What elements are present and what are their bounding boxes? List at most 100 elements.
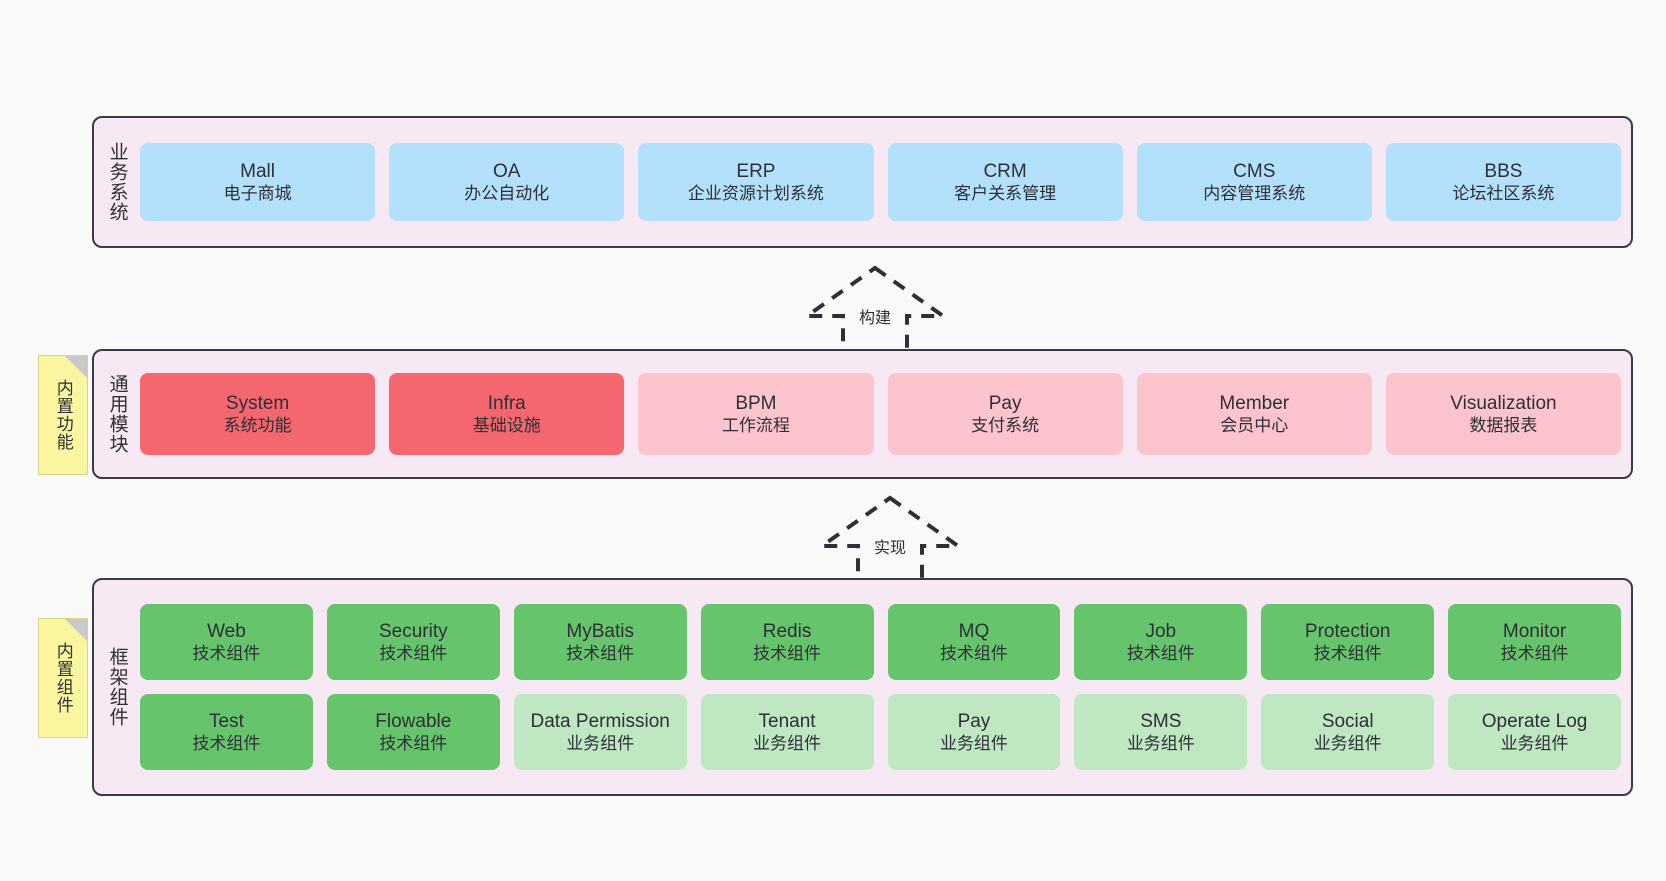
note-label: 内置功能: [53, 379, 73, 451]
component-name: MQ: [958, 620, 990, 642]
module-subtitle: 客户关系管理: [954, 184, 1057, 204]
connector-implement: 实现: [810, 492, 970, 588]
component-name: Pay: [957, 710, 991, 732]
component-subtitle: 技术组件: [1313, 644, 1382, 664]
component-card-tenant[interactable]: Tenant 业务组件: [700, 694, 874, 770]
component-name: Job: [1145, 620, 1177, 642]
component-subtitle: 技术组件: [1126, 644, 1195, 664]
layer-common-modules: 通用模块 System 系统功能 Infra 基础设施 BPM 工作流程 Pay…: [92, 349, 1633, 479]
connector-label: 实现: [873, 540, 907, 557]
component-subtitle: 业务组件: [566, 734, 635, 754]
module-subtitle: 工作流程: [721, 416, 790, 436]
module-card-crm[interactable]: CRM 客户关系管理: [887, 143, 1123, 221]
module-name: ERP: [736, 160, 776, 182]
component-name: Social: [1321, 710, 1374, 732]
component-card-security[interactable]: Security 技术组件: [326, 604, 500, 680]
module-subtitle: 办公自动化: [464, 184, 550, 204]
module-card-pay[interactable]: Pay 支付系统: [887, 373, 1123, 455]
module-card-cms[interactable]: CMS 内容管理系统: [1136, 143, 1372, 221]
connector-build: 构建: [795, 262, 955, 358]
layer-title-common-modules: 通用模块: [106, 374, 128, 454]
module-name: BPM: [735, 392, 777, 414]
module-name: OA: [493, 160, 521, 182]
layer-body-common-modules: System 系统功能 Infra 基础设施 BPM 工作流程 Pay 支付系统…: [140, 351, 1631, 477]
component-card-protection[interactable]: Protection 技术组件: [1261, 604, 1435, 680]
component-subtitle: 技术组件: [379, 734, 448, 754]
component-card-social[interactable]: Social 业务组件: [1261, 694, 1435, 770]
component-name: Tenant: [758, 710, 816, 732]
component-card-redis[interactable]: Redis 技术组件: [700, 604, 874, 680]
component-card-mybatis[interactable]: MyBatis 技术组件: [513, 604, 687, 680]
component-card-operate-log[interactable]: Operate Log 业务组件: [1448, 694, 1621, 770]
layer-body-framework-components: Web 技术组件 Security 技术组件 MyBatis 技术组件 Redi…: [140, 580, 1631, 794]
component-name: Redis: [762, 620, 812, 642]
module-name: BBS: [1484, 160, 1523, 182]
component-subtitle: 技术组件: [753, 644, 822, 664]
component-name: Monitor: [1502, 620, 1567, 642]
note-label: 内置组件: [53, 642, 73, 714]
module-card-mall[interactable]: Mall 电子商城: [140, 143, 376, 221]
module-name: Pay: [988, 392, 1022, 414]
component-subtitle: 技术组件: [566, 644, 635, 664]
component-subtitle: 业务组件: [1313, 734, 1382, 754]
module-card-member[interactable]: Member 会员中心: [1136, 373, 1372, 455]
module-subtitle: 论坛社区系统: [1452, 184, 1555, 204]
module-name: System: [225, 392, 290, 414]
component-subtitle: 业务组件: [1126, 734, 1195, 754]
component-card-pay[interactable]: Pay 业务组件: [887, 694, 1061, 770]
note-fold-icon: [65, 619, 87, 641]
layer-framework-components: 框架组件 Web 技术组件 Security 技术组件 MyBatis 技术组件…: [92, 578, 1633, 796]
note-fold-icon: [65, 356, 87, 378]
sticky-note-builtin-features: 内置功能: [38, 355, 88, 475]
component-subtitle: 技术组件: [1500, 644, 1569, 664]
module-subtitle: 基础设施: [472, 416, 541, 436]
module-subtitle: 系统功能: [223, 416, 292, 436]
component-card-sms[interactable]: SMS 业务组件: [1074, 694, 1248, 770]
component-name: Protection: [1304, 620, 1391, 642]
component-card-mq[interactable]: MQ 技术组件: [887, 604, 1061, 680]
module-subtitle: 会员中心: [1220, 416, 1289, 436]
module-name: Member: [1219, 392, 1290, 414]
component-subtitle: 业务组件: [753, 734, 822, 754]
module-name: Infra: [487, 392, 526, 414]
module-card-oa[interactable]: OA 办公自动化: [389, 143, 625, 221]
component-subtitle: 业务组件: [1500, 734, 1569, 754]
sticky-note-builtin-components: 内置组件: [38, 618, 88, 738]
component-card-monitor[interactable]: Monitor 技术组件: [1448, 604, 1621, 680]
component-name: Data Permission: [530, 710, 670, 732]
component-subtitle: 技术组件: [192, 644, 261, 664]
component-name: Security: [378, 620, 448, 642]
module-subtitle: 支付系统: [971, 416, 1040, 436]
component-card-flowable[interactable]: Flowable 技术组件: [326, 694, 500, 770]
module-card-erp[interactable]: ERP 企业资源计划系统: [638, 143, 874, 221]
module-card-bpm[interactable]: BPM 工作流程: [638, 373, 874, 455]
module-card-infra[interactable]: Infra 基础设施: [389, 373, 625, 455]
component-name: SMS: [1140, 710, 1182, 732]
module-card-visualization[interactable]: Visualization 数据报表: [1385, 373, 1622, 455]
component-row-tech: Web 技术组件 Security 技术组件 MyBatis 技术组件 Redi…: [140, 604, 1621, 680]
module-row: System 系统功能 Infra 基础设施 BPM 工作流程 Pay 支付系统…: [140, 373, 1622, 455]
layer-body-business-systems: Mall 电子商城 OA 办公自动化 ERP 企业资源计划系统 CRM 客户关系…: [140, 118, 1631, 246]
component-row-business: Test 技术组件 Flowable 技术组件 Data Permission …: [140, 694, 1621, 770]
component-subtitle: 业务组件: [939, 734, 1008, 754]
component-card-job[interactable]: Job 技术组件: [1074, 604, 1248, 680]
module-card-bbs[interactable]: BBS 论坛社区系统: [1385, 143, 1622, 221]
layer-business-systems: 业务系统 Mall 电子商城 OA 办公自动化 ERP 企业资源计划系统 CRM…: [92, 116, 1633, 248]
component-card-web[interactable]: Web 技术组件: [140, 604, 313, 680]
component-card-data-permission[interactable]: Data Permission 业务组件: [513, 694, 687, 770]
module-card-system[interactable]: System 系统功能: [140, 373, 376, 455]
module-subtitle: 内容管理系统: [1203, 184, 1306, 204]
module-name: CMS: [1233, 160, 1276, 182]
component-name: Web: [207, 620, 246, 642]
component-subtitle: 技术组件: [379, 644, 448, 664]
module-subtitle: 企业资源计划系统: [687, 184, 824, 204]
module-name: Mall: [240, 160, 275, 182]
component-name: Operate Log: [1481, 710, 1588, 732]
module-row: Mall 电子商城 OA 办公自动化 ERP 企业资源计划系统 CRM 客户关系…: [140, 143, 1622, 221]
module-subtitle: 电子商城: [223, 184, 292, 204]
component-name: Flowable: [375, 710, 452, 732]
component-card-test[interactable]: Test 技术组件: [140, 694, 313, 770]
component-name: MyBatis: [566, 620, 634, 642]
module-subtitle: 数据报表: [1469, 416, 1538, 436]
